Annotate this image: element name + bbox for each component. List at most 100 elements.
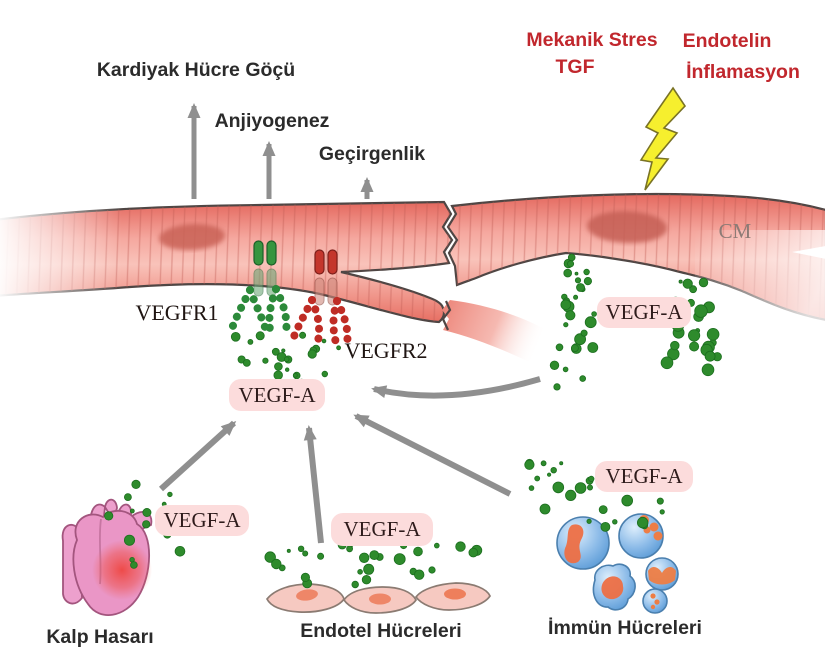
vegf-dot (286, 548, 291, 553)
cm-label: CM (719, 219, 752, 243)
vegf-dot (706, 327, 720, 341)
lightning-icon (639, 86, 687, 191)
vegf-pill-heart-bg (155, 505, 249, 536)
vegfr1-receptor (227, 240, 291, 337)
vegf-dot (307, 349, 317, 359)
vegf-dot (584, 316, 597, 329)
vegf-dot (273, 370, 283, 380)
vegf-dot (583, 276, 593, 286)
vegf-dot (576, 283, 585, 292)
vegf-dot (571, 344, 579, 353)
vegf-dot (361, 575, 372, 585)
vegf-pill-vessel-bg (597, 297, 691, 328)
vegf-dot (546, 472, 552, 477)
vegf-dot (321, 370, 328, 378)
vegf-dot (559, 461, 564, 466)
vegf-dot (574, 333, 586, 346)
myocyte-nucleus-right (587, 210, 667, 244)
vegf-dot (468, 547, 479, 558)
vegf-dot (247, 338, 254, 345)
arrow-endothelial-to-vegf (303, 425, 324, 544)
vegf-dot (660, 356, 674, 370)
vegf-dot (591, 311, 597, 317)
vegf-dot (553, 383, 561, 391)
vegf-dot (433, 542, 440, 549)
vegf-dot (552, 481, 565, 494)
vegf-dot (550, 467, 557, 474)
vegf-dot (600, 522, 611, 532)
arrow-heart-to-vegf (158, 420, 237, 492)
vegf-dot (694, 304, 708, 318)
arrow-immune-to-vegf (353, 413, 512, 497)
vegf-dot (549, 360, 560, 371)
vegf-pill-center-bg (229, 379, 325, 411)
vegf-dot (124, 534, 136, 546)
vegf-dot-cluster (660, 277, 722, 377)
heart-damage-spot (92, 540, 152, 600)
vegf-pill-immune-bg (595, 461, 693, 492)
vegf-dot (704, 350, 716, 362)
vegf-dot (317, 552, 325, 560)
vegfr2-receptor (289, 249, 352, 349)
vegf-pill-vessel: VEGF-A (606, 300, 684, 324)
vegf-dot (131, 479, 141, 489)
vegfr2-label: VEGFR2 (344, 338, 427, 363)
stimulus-label-tgf: TGF (556, 56, 595, 78)
endothelial-nucleus (444, 588, 466, 600)
vegf-dot (336, 345, 342, 351)
vegf-dot (104, 511, 114, 521)
vegf-dot (300, 572, 310, 583)
vegf-dot (142, 507, 152, 517)
source-label-endothelial-cells: Endotel Hücreleri (300, 620, 461, 642)
vegf-dot (689, 285, 697, 294)
vegf-dot (283, 356, 290, 363)
vegf-dot (689, 341, 700, 352)
vegf-dot (242, 358, 251, 367)
vegf-dot (586, 518, 592, 524)
endothelial-nucleus (369, 593, 391, 605)
endothelial-nucleus (296, 589, 318, 601)
vegf-dot (302, 550, 309, 557)
vegf-dot (574, 277, 582, 284)
vegf-dot (230, 331, 241, 342)
stimulus-label-inflammation: İnflamasyon (686, 60, 800, 83)
vegf-dot (565, 489, 577, 501)
vegf-dot (588, 475, 595, 482)
muscle-fiber-stub (442, 300, 552, 366)
endothelial-cells (265, 582, 491, 614)
vegf-dot-cluster (230, 331, 342, 386)
vegf-dot (621, 494, 633, 507)
cardiac-muscle-fibers (0, 192, 825, 366)
vegf-dot (285, 367, 290, 372)
vegf-dot (574, 271, 579, 276)
vegf-dot (528, 485, 535, 491)
vegf-dot (701, 363, 715, 377)
vegf-dot (167, 491, 173, 498)
vegf-dot (583, 268, 590, 276)
vegf-dot (455, 541, 466, 552)
vegf-dot (698, 277, 709, 288)
vegf-pill-center: VEGF-A (239, 383, 317, 407)
stimulus-label-endothelin: Endotelin (683, 30, 772, 52)
vegf-dot (414, 569, 425, 580)
vegf-dot (292, 372, 298, 378)
vegf-dot (129, 508, 135, 514)
vegf-dot (393, 553, 406, 565)
vegf-dot (659, 509, 665, 515)
striations-right (448, 194, 825, 320)
source-label-heart-damage: Kalp Hasarı (46, 626, 153, 648)
intercalated-disc-branch (441, 300, 452, 331)
vegf-pill-heart: VEGF-A (164, 508, 242, 532)
vegf-dot (687, 329, 701, 342)
vegf-dot (130, 561, 138, 569)
vegf-dot (428, 566, 436, 574)
vegf-dot (534, 475, 541, 482)
right-fade (695, 230, 825, 342)
vegf-dot (587, 484, 594, 491)
vegf-dot (563, 322, 569, 328)
vegf-dot (587, 342, 599, 353)
vegf-dot (274, 362, 283, 371)
vegf-dot (346, 545, 354, 553)
vegfr1-label: VEGFR1 (135, 300, 218, 325)
